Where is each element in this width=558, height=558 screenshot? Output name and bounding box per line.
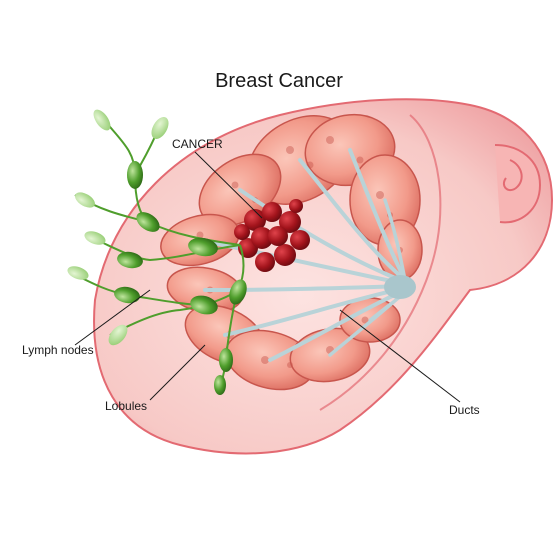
label-ducts: Ducts bbox=[449, 403, 480, 417]
ducts bbox=[198, 148, 416, 362]
lymph-nodes bbox=[67, 109, 247, 395]
label-cancer: CANCER bbox=[172, 137, 223, 151]
diagram-title: Breast Cancer bbox=[215, 70, 343, 92]
nipple bbox=[494, 144, 542, 224]
label-lymph-nodes: Lymph nodes bbox=[22, 343, 94, 357]
leader-lines bbox=[74, 151, 461, 403]
tumor-cancer-cluster bbox=[234, 199, 310, 272]
label-lobules: Lobules bbox=[105, 399, 148, 413]
